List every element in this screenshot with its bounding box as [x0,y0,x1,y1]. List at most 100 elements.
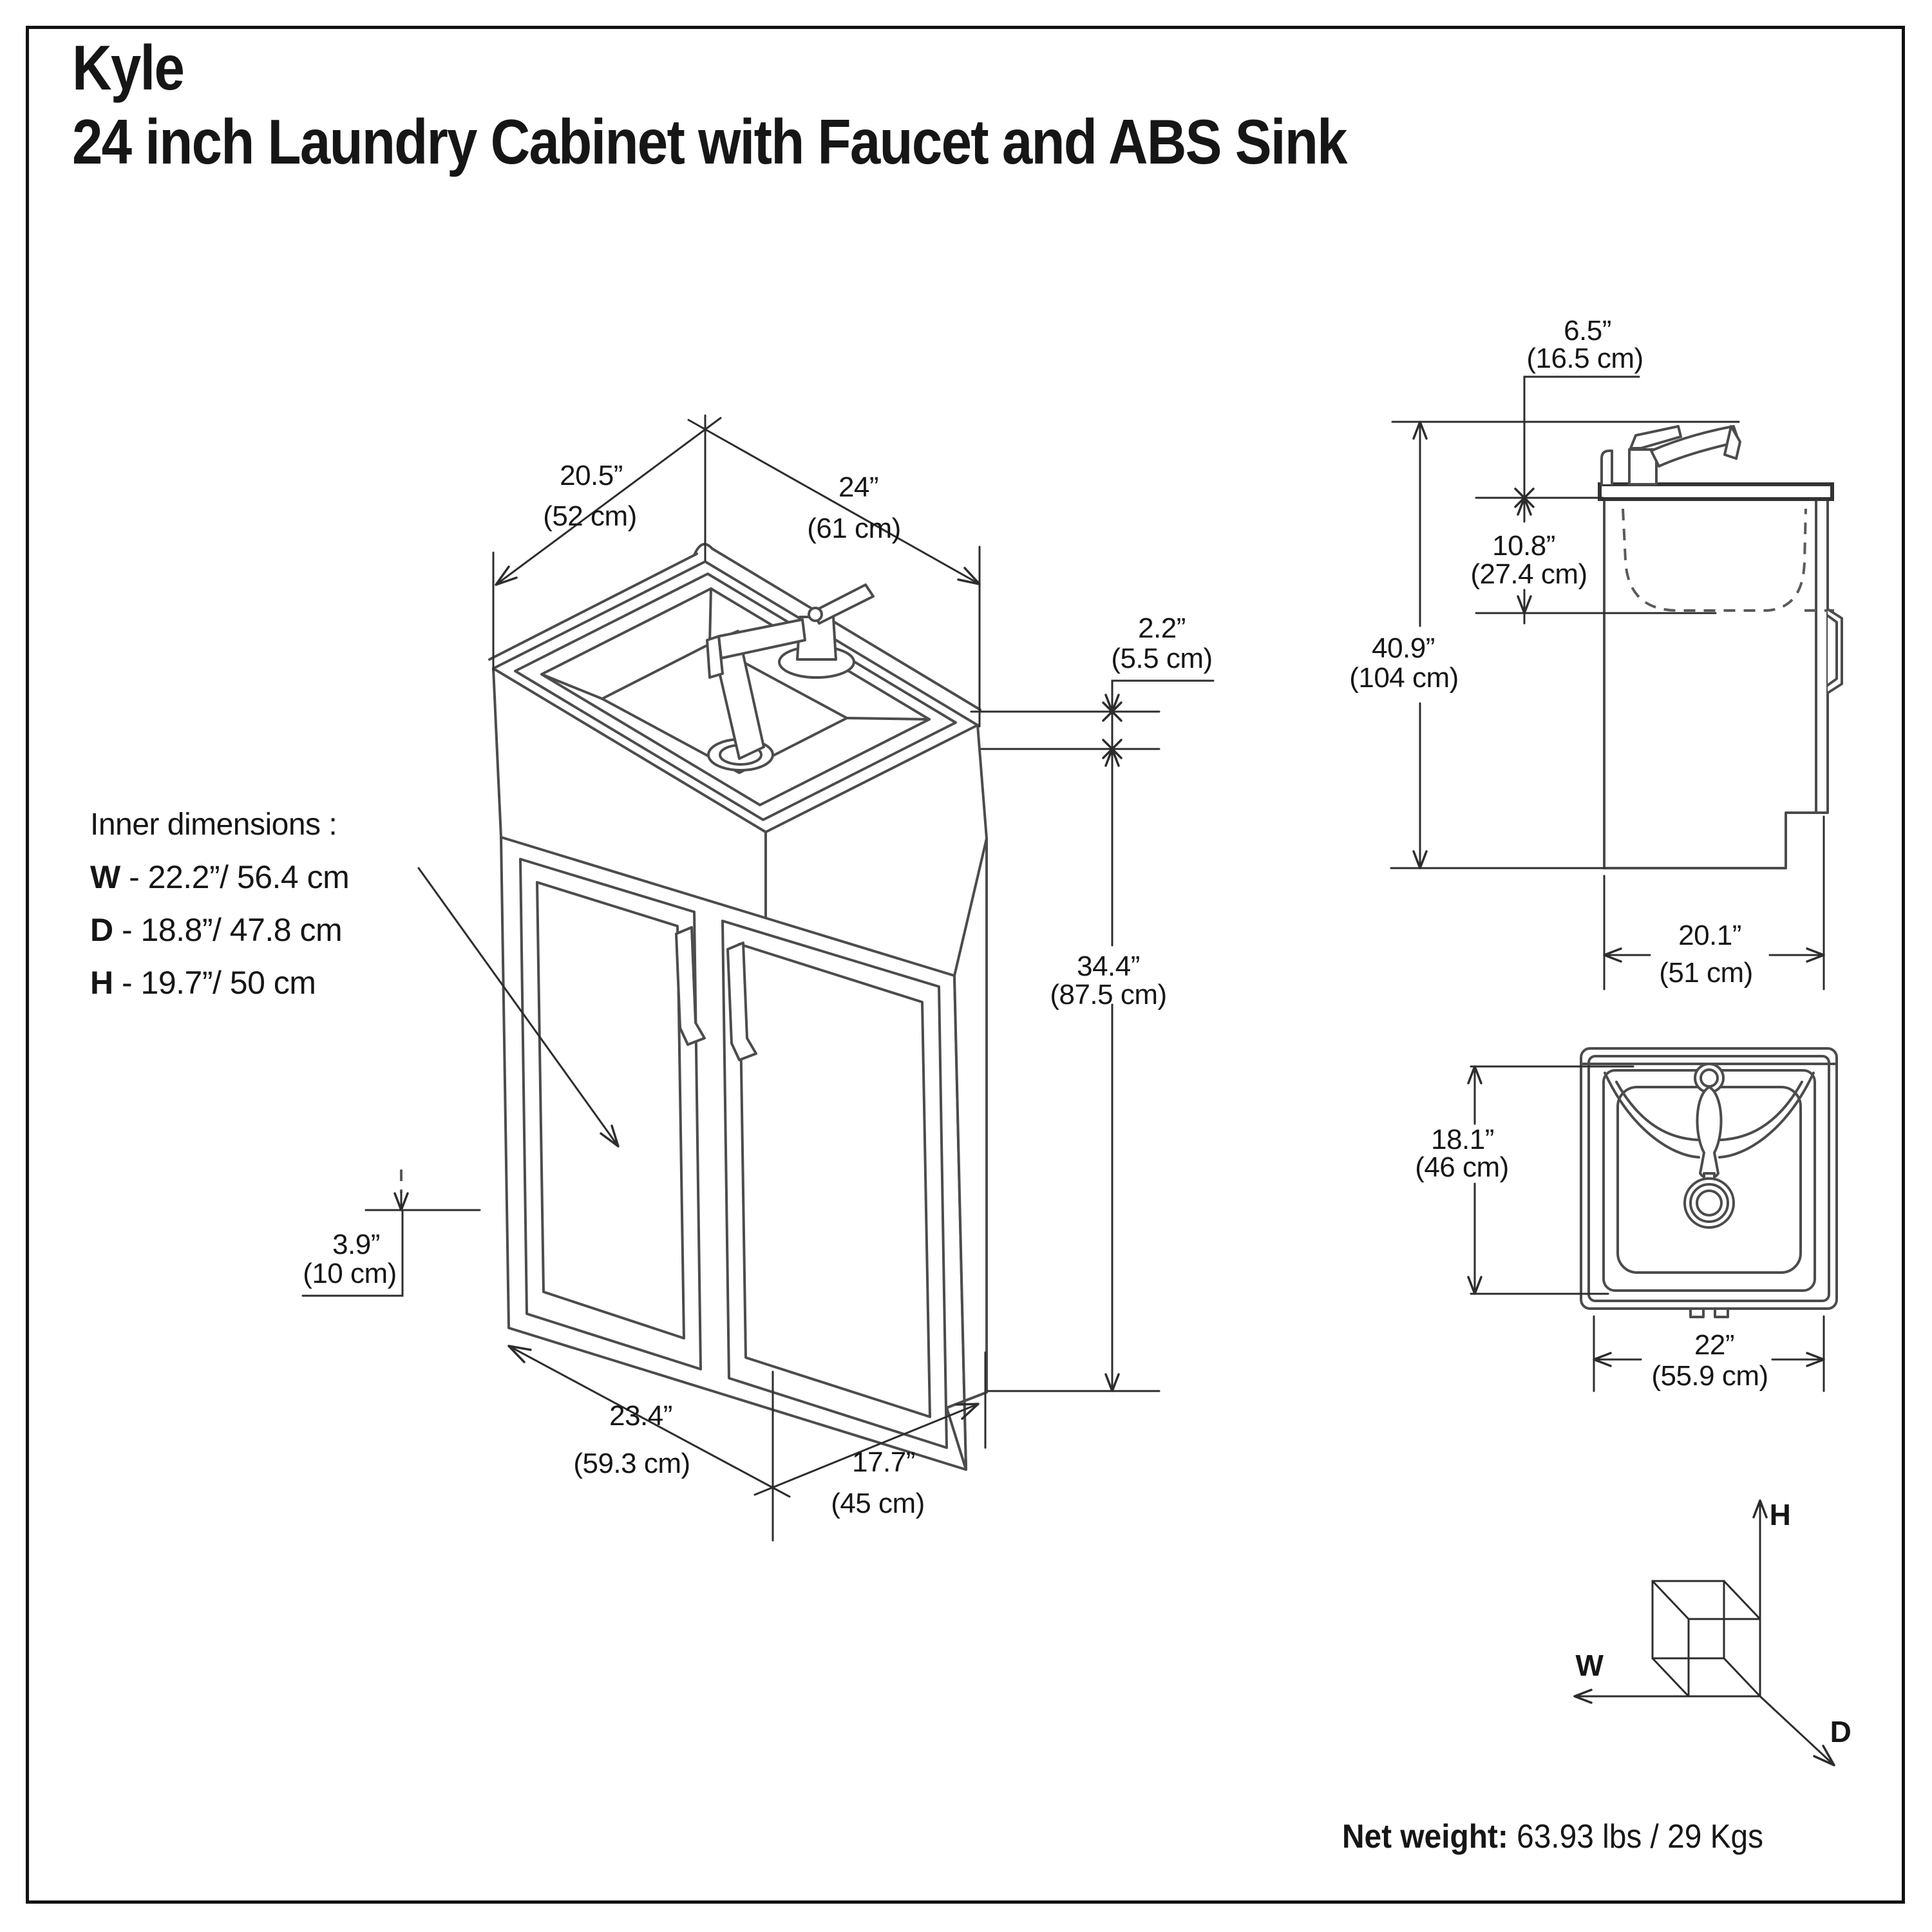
arrowhead-depth-right [1806,947,1825,963]
isometric-cabinet-drawing [488,542,988,1471]
label-depth-bottom-in: 17.7” [852,1446,915,1478]
backsplash-curl [693,542,714,556]
arrowhead-inner-dimensions [600,1124,620,1148]
page-title: Kyle 24 inch Laundry Cabinet with Faucet… [72,31,1348,178]
side-cabinet-outline [1603,498,1829,869]
top-wing-right-1 [1719,1081,1803,1141]
top-clip-left [1689,1307,1705,1318]
arrowhead-total-up [1412,421,1428,440]
dim-line-width-bottom [507,1345,791,1498]
product-description: 24 inch Laundry Cabinet with Faucet and … [72,106,1348,177]
net-weight: Net weight: 63.93 lbs / 29 Kgs [1342,1817,1763,1856]
axis-d-line [1759,1695,1835,1766]
arrowhead-width-bottom [507,1345,532,1363]
label-tub-depth-cm: (27.4 cm) [1470,558,1587,590]
door-handle-right [726,942,757,1061]
top-drain-mid [1689,1183,1729,1223]
faucet-lever-joint [808,607,823,622]
dim-line-width-top [687,419,981,585]
cube-front-face [1687,1618,1761,1698]
arrowhead-tub-up [1517,497,1532,516]
label-toe-kick-cm: (10 cm) [303,1258,397,1289]
inner-dim-key-h: H [90,964,113,1001]
arrowhead-backsplash-up [1104,748,1120,767]
side-view-dimension-lines [1390,375,1825,990]
door-left [519,858,702,1370]
label-cab-height-in: 34.4” [1077,951,1140,982]
basin-wall-edge-right [846,717,931,721]
door-handle-left [675,926,706,1046]
arrowhead-toe-kick [393,1192,409,1211]
axis-w-label: W [1576,1649,1604,1682]
door-left-panel [536,881,685,1340]
arrowhead-backsplash-down [1104,694,1120,713]
inner-dimension-row-d: D - 18.8”/ 47.8 cm [90,904,349,956]
label-top-depth-cm: (46 cm) [1415,1151,1509,1183]
side-counter-slab [1598,482,1834,501]
top-drain-outer [1683,1177,1735,1229]
top-wing-left-1 [1615,1081,1699,1141]
top-clip-right [1714,1307,1729,1318]
faucet-side-base [1628,448,1658,486]
label-top-width-in: 22” [1694,1329,1734,1361]
label-toe-kick-in: 3.9” [332,1229,380,1260]
label-width-bottom-cm: (59.3 cm) [573,1448,690,1479]
axis-w-arrowhead [1573,1689,1593,1704]
arrowhead-top-width-right [1806,1352,1825,1367]
cube-connectors [1651,1580,1761,1698]
faucet-top [1694,1063,1725,1193]
side-faucet-bracket [1523,375,1640,523]
toe-kick-notch [945,1391,988,1409]
label-depth-top-in: 20.5” [560,460,623,491]
faucet-isometric [706,583,875,760]
label-faucet-height-in: 6.5” [1564,315,1611,346]
label-depth-bottom-cm: (45 cm) [831,1488,925,1519]
side-tub-dashed-profile [1622,508,1807,612]
arrowhead-top-depth-up [1467,1065,1482,1084]
arrowhead-width-top [957,567,981,585]
isometric-dimension-labels: 20.5” (52 cm) 24” (61 cm) 2.2” (5.5 cm) … [303,460,1213,1519]
net-weight-value: 63.93 lbs / 29 Kgs [1508,1818,1764,1855]
sink-rim-inner [514,573,957,821]
faucet-top-lever [1696,1086,1723,1180]
arrowhead-top-depth-down [1467,1276,1482,1295]
faucet-side-nozzle [1723,425,1741,460]
inner-dim-key-w: W [90,858,120,895]
inner-dim-value-d: - 18.8”/ 47.8 cm [113,911,343,948]
faucet-side [1628,425,1741,486]
arrowhead-tub-down [1517,595,1532,614]
top-sink-inner-edge [1587,1055,1830,1302]
leader-backsplash [1111,679,1215,947]
inner-dim-key-d: D [90,911,113,948]
inner-dimensions-leader [417,867,620,1148]
dim-line-depth-top [495,417,722,586]
label-backsplash-in: 2.2” [1138,612,1186,644]
side-backsplash-lip [1600,450,1613,486]
label-side-depth-cm: (51 cm) [1659,957,1753,989]
label-faucet-height-cm: (16.5 cm) [1526,343,1643,374]
apron-left-edge [492,667,502,838]
axis-d-arrowhead [1813,1745,1835,1766]
label-width-top-in: 24” [838,471,878,503]
inner-dimension-row-h: H - 19.7”/ 50 cm [90,956,349,1009]
arrowhead-depth-left [1603,947,1622,963]
faucet-spout-nozzle [706,635,724,679]
side-handle [1826,608,1843,694]
top-view-dimension-lines [1467,1065,1825,1392]
axis-h-label: H [1770,1498,1791,1531]
label-tub-depth-in: 10.8” [1492,530,1555,562]
isometric-dimension-lines [301,414,1215,1542]
toe-kick-leader [301,1209,404,1297]
label-top-depth-in: 18.1” [1431,1124,1494,1155]
top-wing-left-2 [1604,1072,1700,1159]
product-name: Kyle [72,32,185,103]
label-total-height-in: 40.9” [1372,632,1435,664]
dim-line-depth-bottom [753,1403,980,1496]
door-right [721,920,948,1449]
side-view-dimension-labels: 6.5” (16.5 cm) 10.8” (27.4 cm) 40.9” (10… [1349,315,1753,989]
faucet-side-lever [1629,425,1682,450]
arrowhead-height-down [1104,1373,1120,1392]
basin-wall-edge-back [708,587,712,645]
backsplash-edge-right [711,547,981,711]
